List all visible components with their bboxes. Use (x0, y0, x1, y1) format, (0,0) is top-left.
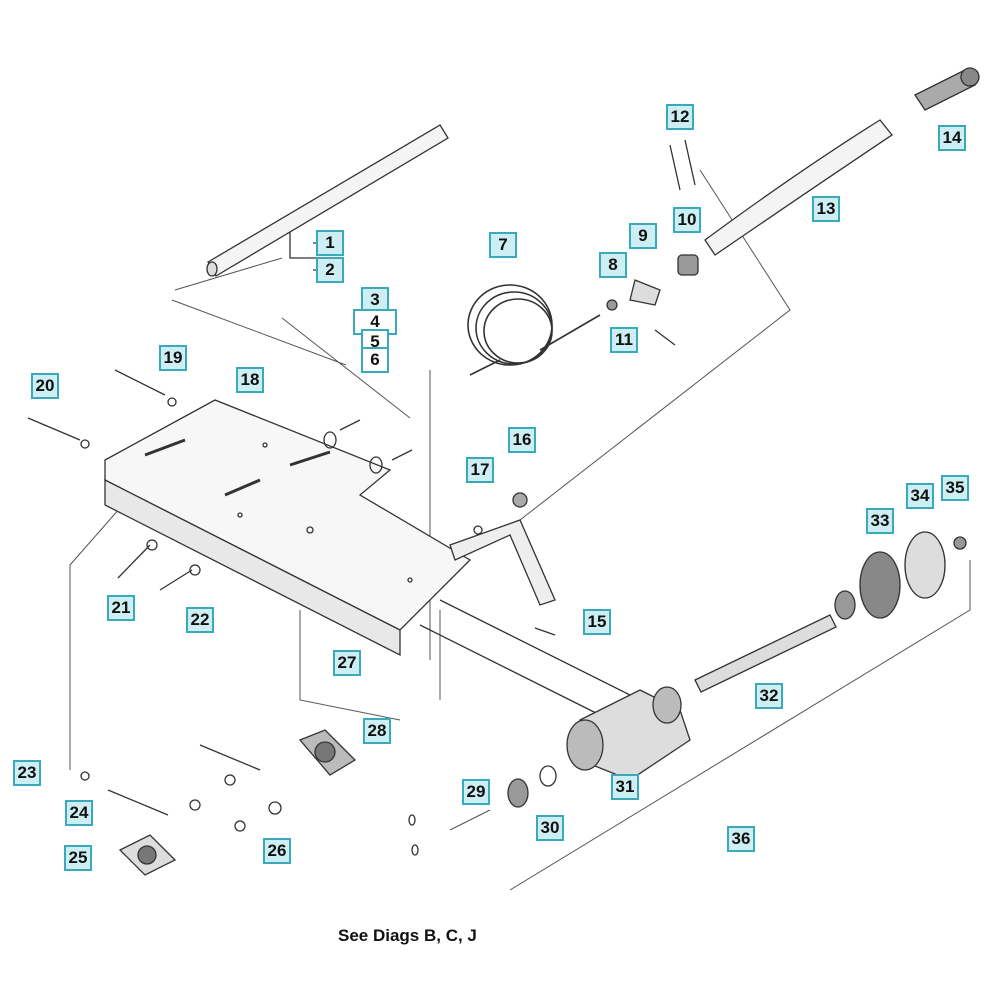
callout-11: 11 (610, 327, 638, 353)
callout-32: 32 (755, 683, 783, 709)
callout-18: 18 (236, 367, 264, 393)
callout-30: 30 (536, 815, 564, 841)
leader-lines (69, 169, 971, 891)
callout-33: 33 (866, 508, 894, 534)
callout-1: 1 (316, 230, 344, 256)
callout-21: 21 (107, 595, 135, 621)
cross-reference-note: See Diags B, C, J (338, 926, 477, 945)
callout-26: 26 (263, 838, 291, 864)
callout-31: 31 (611, 774, 639, 800)
bolts-part (27, 369, 413, 591)
callout-7: 7 (489, 232, 517, 258)
bearing-parts (80, 729, 557, 876)
shaft-rod-part (206, 124, 449, 277)
callout-10: 10 (673, 207, 701, 233)
callout-12: 12 (666, 104, 694, 130)
callout-24: 24 (65, 800, 93, 826)
callout-17: 17 (466, 457, 494, 483)
pulley-assembly-part (694, 531, 967, 693)
callout-15: 15 (583, 609, 611, 635)
callout-36: 36 (727, 826, 755, 852)
callout-34: 34 (906, 483, 934, 509)
callout-19: 19 (159, 345, 187, 371)
callout-35: 35 (941, 475, 969, 501)
handle-part (704, 67, 980, 256)
callout-16: 16 (508, 427, 536, 453)
callout-28: 28 (363, 718, 391, 744)
lever-arm-part (449, 492, 556, 636)
callout-9: 9 (629, 223, 657, 249)
clevis-parts (606, 139, 699, 346)
axle-tube-part (419, 599, 691, 781)
callout-20: 20 (31, 373, 59, 399)
callout-13: 13 (812, 196, 840, 222)
callout-22: 22 (186, 607, 214, 633)
callout-23: 23 (13, 760, 41, 786)
frame-plate-part (104, 399, 472, 657)
callout-8: 8 (599, 252, 627, 278)
callout-14: 14 (938, 125, 966, 151)
callout-29: 29 (462, 779, 490, 805)
spring-part (467, 284, 601, 376)
callout-25: 25 (64, 845, 92, 871)
callout-2: 2 (316, 257, 344, 283)
callout-6: 6 (361, 347, 389, 373)
callout-27: 27 (333, 650, 361, 676)
